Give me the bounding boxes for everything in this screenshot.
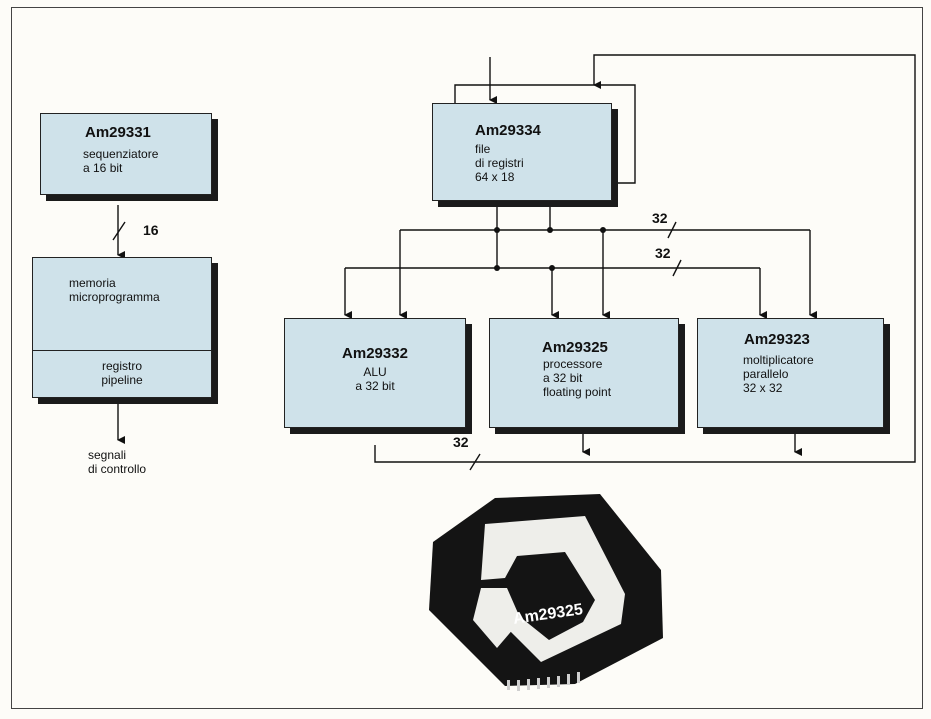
mult-desc: moltiplicatore parallelo 32 x 32	[743, 353, 814, 395]
alu-block: Am29332 ALU a 32 bit	[284, 318, 466, 428]
pipeline-register-block: registro pipeline	[32, 350, 212, 398]
regfile-title: Am29334	[475, 122, 541, 139]
sequencer-block: Am29331 sequenziatore a 16 bit	[40, 113, 212, 195]
fpu-title: Am29325	[542, 339, 608, 356]
microprogram-memory-block: memoria microprogramma	[32, 257, 212, 351]
output-bus-width: 32	[453, 434, 469, 450]
multiplier-block: Am29323 moltiplicatore parallelo 32 x 32	[697, 318, 884, 428]
bus-a-width: 32	[652, 210, 668, 226]
alu-title: Am29332	[285, 345, 465, 362]
seq-bus-width: 16	[143, 222, 159, 238]
alu-desc: ALU a 32 bit	[285, 365, 465, 393]
bus-b-width: 32	[655, 245, 671, 261]
register-file-block: Am29334 file di registri 64 x 18	[432, 103, 612, 201]
pipeline-label: registro pipeline	[33, 359, 211, 387]
mult-title: Am29323	[744, 331, 810, 348]
sequencer-title: Am29331	[85, 124, 151, 141]
regfile-desc: file di registri 64 x 18	[475, 142, 524, 184]
fpu-block: Am29325 processore a 32 bit floating poi…	[489, 318, 679, 428]
control-signals-label: segnali di controllo	[88, 448, 146, 476]
fpu-desc: processore a 32 bit floating point	[543, 357, 611, 399]
chip-photo: Am29325	[425, 490, 680, 700]
chip-package-icon	[425, 490, 680, 700]
sequencer-desc: sequenziatore a 16 bit	[83, 147, 158, 175]
memory-title: memoria microprogramma	[69, 276, 160, 304]
